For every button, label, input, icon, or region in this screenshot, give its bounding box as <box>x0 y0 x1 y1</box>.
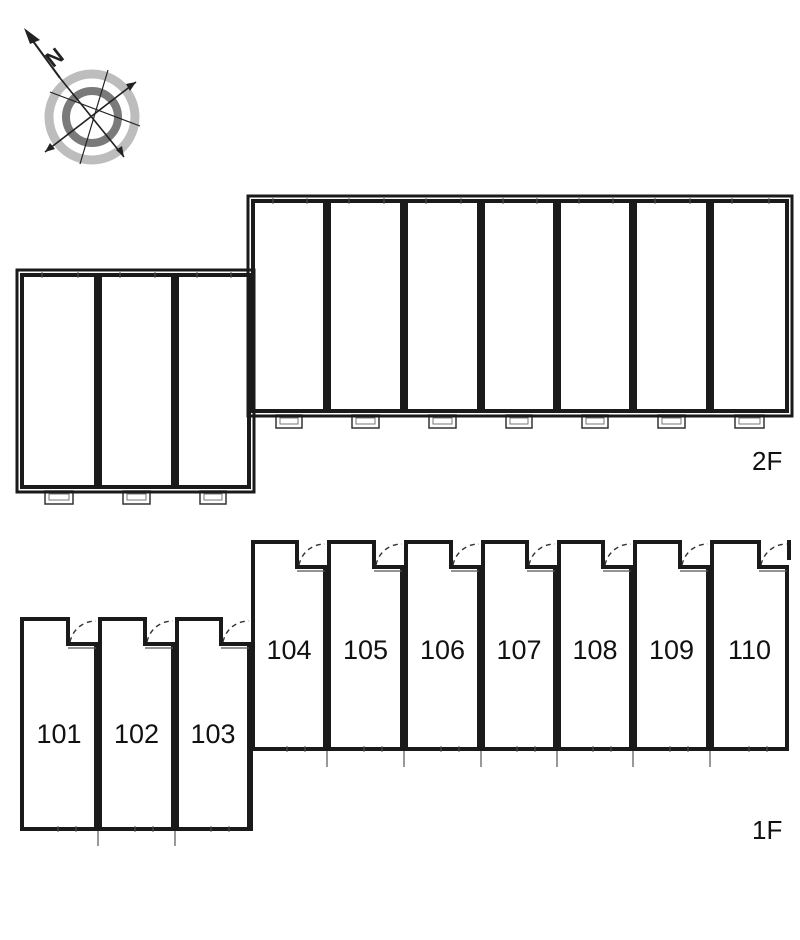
unit-1f-10 <box>710 540 789 751</box>
compass-line-ns <box>59 77 125 158</box>
door-swing-1f-3 <box>222 620 250 643</box>
door-swing-1f-6 <box>452 543 480 566</box>
unit-number-1f-4: 104 <box>266 635 311 665</box>
unit-2f-9 <box>633 199 710 413</box>
unit-2f-6 <box>404 199 481 413</box>
unit-number-1f-8: 108 <box>572 635 617 665</box>
balcony-rail-2f-10 <box>738 417 761 425</box>
compass-arrowhead-s <box>116 146 124 157</box>
floor-label-1f: 1F <box>752 815 783 845</box>
outline-2f-east <box>246 194 794 418</box>
door-swing-1f-4 <box>298 543 326 566</box>
door-swing-1f-1 <box>69 620 97 643</box>
unit-2f-10 <box>710 199 789 413</box>
unit-1f-7 <box>481 540 557 751</box>
compass-north-shaft <box>29 36 61 79</box>
unit-2f-3 <box>175 273 251 489</box>
unit-1f-6 <box>404 540 481 751</box>
floor-1f: 101 102 103 104 105 106 107 108 109 110 <box>20 540 791 846</box>
compass-line-b <box>79 69 109 165</box>
door-swing-1f-2 <box>146 620 174 643</box>
balcony-rail-2f-3 <box>203 493 223 501</box>
unit-1f-3 <box>175 617 251 831</box>
floor-2f <box>15 194 794 505</box>
unit-1f-8 <box>557 540 633 751</box>
unit-number-1f-2: 102 <box>114 719 159 749</box>
unit-1f-2 <box>98 617 175 831</box>
compass-line-ew <box>44 81 137 153</box>
unit-2f-8 <box>557 199 633 413</box>
unit-2f-7 <box>481 199 557 413</box>
balcony-rail-2f-6 <box>432 417 453 425</box>
compass-arrowhead-w <box>45 143 55 152</box>
unit-number-1f-6: 106 <box>420 635 465 665</box>
balcony-rail-2f-5 <box>355 417 376 425</box>
unit-2f-4 <box>251 199 327 413</box>
compass-arrowhead-e <box>126 82 136 91</box>
unit-number-1f-9: 109 <box>649 635 694 665</box>
compass-line-a <box>49 91 141 127</box>
compass-outer-ring <box>44 69 140 165</box>
unit-number-1f-7: 107 <box>496 635 541 665</box>
unit-number-1f-5: 105 <box>343 635 388 665</box>
balcony-rail-2f-8 <box>585 417 605 425</box>
unit-number-1f-10: 110 <box>728 635 771 665</box>
unit-2f-1 <box>20 273 98 489</box>
unit-2f-5 <box>327 199 404 413</box>
floor-label-2f: 2F <box>752 446 783 476</box>
north-arrow-icon <box>24 28 40 44</box>
unit-1f-1 <box>20 617 98 831</box>
balcony-rail-2f-2 <box>126 493 147 501</box>
unit-1f-5 <box>327 540 404 751</box>
balcony-rail-2f-4 <box>279 417 299 425</box>
balcony-rail-2f-9 <box>661 417 682 425</box>
unit-1f-4 <box>251 540 327 751</box>
unit-1f-9 <box>633 540 710 751</box>
unit-number-1f-1: 101 <box>36 719 81 749</box>
balcony-rail-2f-7 <box>509 417 529 425</box>
door-swing-1f-9 <box>681 543 709 566</box>
compass: N <box>24 28 141 165</box>
door-swing-1f-5 <box>375 543 403 566</box>
door-swing-1f-8 <box>604 543 632 566</box>
compass-north-label: N <box>41 43 69 72</box>
balcony-rail-2f-1 <box>48 493 70 501</box>
door-swing-1f-10 <box>760 543 788 566</box>
unit-2f-2 <box>98 273 175 489</box>
unit-number-1f-3: 103 <box>190 719 235 749</box>
outline-2f-west <box>15 268 256 494</box>
door-swing-1f-7 <box>528 543 556 566</box>
compass-inner-ring <box>62 87 122 147</box>
